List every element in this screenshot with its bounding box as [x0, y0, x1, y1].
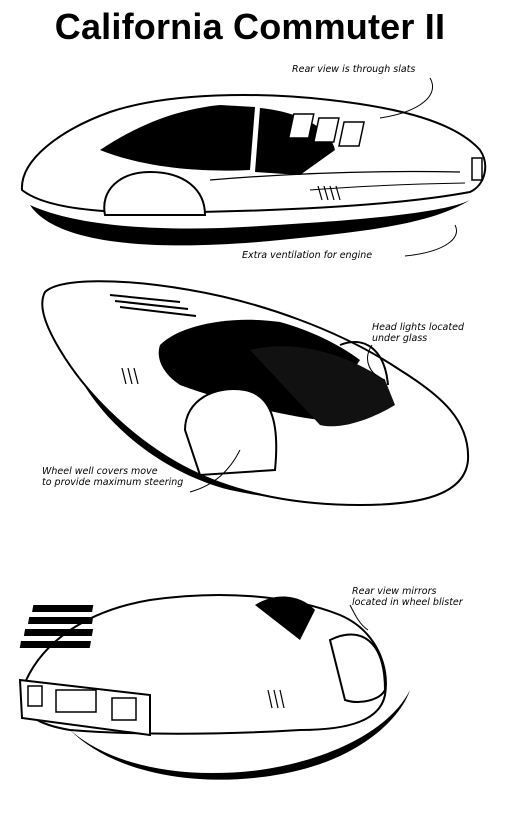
- headlights-note-line-1: Head lights located: [372, 322, 464, 333]
- rear-view-note: Rear view is through slats: [292, 64, 416, 75]
- mirrors-note-line-2: located in wheel blister: [352, 597, 463, 608]
- headlights-note-line-2: under glass: [372, 333, 428, 344]
- headlights-note: Head lights located under glass: [372, 322, 464, 344]
- mirrors-note: Rear view mirrors located in wheel blist…: [352, 586, 463, 608]
- mirrors-note-line-1: Rear view mirrors: [352, 586, 437, 597]
- rear-view-drawing: [18, 594, 410, 780]
- ventilation-note: Extra ventilation for engine: [242, 250, 373, 261]
- side-view-drawing: [20, 77, 487, 257]
- wheel-covers-note-line-1: Wheel well covers move: [42, 466, 158, 477]
- page-title: California Commuter II: [54, 6, 446, 47]
- wheel-covers-note-line-2: to provide maximum steering: [42, 477, 184, 488]
- front-view-drawing: [41, 280, 470, 507]
- wheel-covers-note: Wheel well covers move to provide maximu…: [42, 466, 183, 488]
